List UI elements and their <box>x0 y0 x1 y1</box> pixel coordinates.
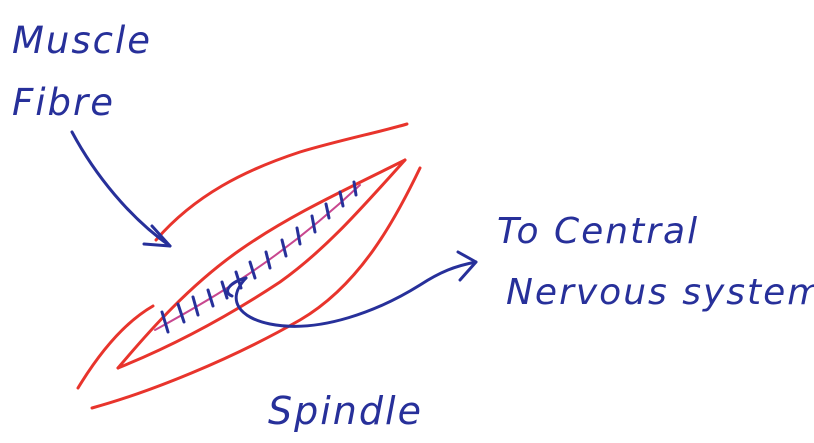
nerve-ending-mark <box>282 240 286 256</box>
nerve-ending-mark <box>297 228 300 244</box>
muscle-fibre-outline-bottom <box>92 168 420 408</box>
spindle-axis <box>155 185 360 330</box>
nerve-ending-mark <box>266 252 270 268</box>
spindle-label: Spindle <box>268 392 423 430</box>
nerve-ending-mark <box>178 304 184 322</box>
cns-label-line2: Nervous system <box>506 275 814 311</box>
muscle-pointer-arrow-icon <box>72 132 170 246</box>
muscle-fibre-label-line1: Muscle <box>12 22 152 59</box>
nerve-ending-mark <box>354 182 356 195</box>
cns-label-line1: To Central <box>497 214 699 250</box>
nerve-ending-mark <box>312 216 315 232</box>
muscle-fibre-outline-upper <box>78 306 153 388</box>
muscle-fibre-label-line2: Fibre <box>12 84 115 121</box>
